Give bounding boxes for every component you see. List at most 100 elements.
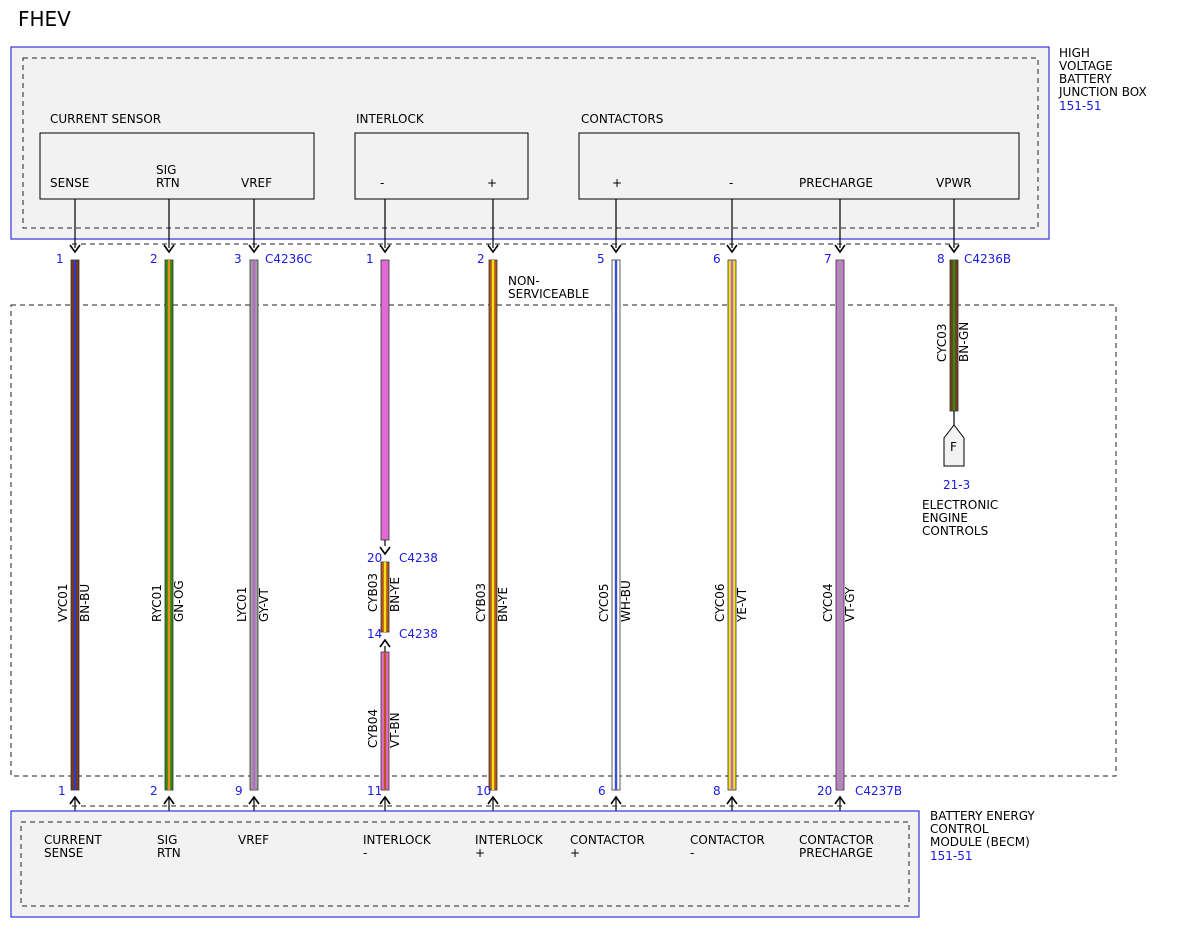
pin-rtn-label: RTN — [156, 176, 180, 190]
hv-battery-junction-box: HIGH VOLTAGE BATTERY JUNCTION BOX 151-51… — [10, 46, 1147, 240]
circuit-id-label: VYC01 — [56, 583, 70, 622]
circuit-id-label: CYB03 — [474, 583, 488, 622]
top-pin-number: 2 — [477, 252, 485, 266]
junction-box-name-1: HIGH — [1059, 46, 1090, 60]
top-pin-number: 1 — [56, 252, 64, 266]
wire-color-label: VT-BN — [388, 712, 402, 748]
bottom-pin-number: 10 — [476, 784, 491, 798]
pin-vpwr-label: VPWR — [936, 176, 972, 190]
current-sensor-label: CURRENT SENSOR — [50, 112, 161, 126]
becm-pin-label: PRECHARGE — [799, 846, 873, 860]
wire-color-label: GY-VT — [257, 588, 271, 622]
connector-arrow-down-icon — [610, 244, 622, 254]
wire-color-label: WH-BU — [619, 580, 633, 622]
circuit-id-label: CYB04 — [366, 709, 380, 748]
bottom-pin-number: 11 — [367, 784, 382, 798]
pin-interlock-plus-label: + — [487, 176, 497, 190]
wire-segment-base — [380, 259, 390, 541]
circuit-id-label: LYC01 — [235, 587, 249, 622]
junction-box-name-3: BATTERY — [1059, 72, 1112, 86]
becm-pin-label: INTERLOCK — [363, 833, 432, 847]
top-pin-number: 3 — [234, 252, 242, 266]
wire-segment-stripe — [614, 260, 618, 790]
becm-pin-label: CONTACTOR — [799, 833, 874, 847]
pin-contactor-minus-label: - — [729, 176, 733, 190]
becm-pin-label: INTERLOCK — [475, 833, 544, 847]
pin-interlock-minus-label: - — [380, 176, 384, 190]
wire-segment-stripe — [383, 652, 387, 790]
connector-c4237b-link[interactable]: C4237B — [855, 784, 902, 798]
becm-pin-label: VREF — [238, 833, 269, 847]
wire-color-label: VT-GY — [843, 586, 857, 622]
wire-segment-stripe — [952, 260, 956, 411]
wire-segment-stripe — [383, 562, 387, 632]
wire-segment-stripe — [491, 260, 495, 790]
becm-pin-label: + — [475, 846, 485, 860]
wire-color-label: YE-VT — [735, 587, 749, 623]
pin-precharge-label: PRECHARGE — [799, 176, 873, 190]
circuit-id-label: CYC05 — [597, 584, 611, 623]
connector-arrow-down-icon — [248, 244, 260, 254]
becm-pin-label: SENSE — [44, 846, 83, 860]
interlock-label: INTERLOCK — [356, 112, 425, 126]
eec-name-2: ENGINE — [922, 511, 968, 525]
becm-pin-label: + — [570, 846, 580, 860]
connector-arrow-down-icon — [834, 244, 846, 254]
wire-segment-stripe — [252, 260, 256, 790]
becm-name-1: BATTERY ENERGY — [930, 809, 1035, 823]
junction-box-ref-link[interactable]: 151-51 — [1059, 99, 1102, 113]
bottom-pin-numbers: 1 2 9 11 10 6 8 20 C4237B — [58, 784, 902, 798]
connector-c4238-link-bottom[interactable]: C4238 — [399, 627, 438, 641]
connector-arrow-down-icon — [69, 244, 81, 254]
non-serviceable-line-1: NON- — [508, 274, 540, 288]
top-pin-number: 5 — [597, 252, 605, 266]
becm-pin-label: - — [690, 846, 694, 860]
becm-ref-link[interactable]: 151-51 — [930, 849, 973, 863]
becm-pin-label: CONTACTOR — [690, 833, 765, 847]
bottom-pin-number: 9 — [235, 784, 243, 798]
becm-pin-label: SIG — [157, 833, 177, 847]
bottom-pin-number: 20 — [817, 784, 832, 798]
vpwr-terminal: F 21-3 ELECTRONIC ENGINE CONTROLS — [922, 424, 998, 538]
circuit-id-label: CYC03 — [935, 324, 949, 363]
connector-arrow-down-icon — [379, 244, 391, 254]
connector-arrow-down-icon — [487, 244, 499, 254]
wires-layer: VYC01 BN-BU RYC01 GN-OG LYC01 GY-VT CYB03 BN-YE… — [56, 199, 971, 823]
top-pin-numbers: 1 2 3 C4236C 1 2 5 6 7 8 C4236B — [56, 252, 1011, 266]
top-pin-number: 2 — [150, 252, 158, 266]
wire-color-label: BN-YE — [496, 587, 510, 622]
inline-pin-top: 20 — [367, 551, 382, 565]
top-pin-number: 6 — [713, 252, 721, 266]
page-title: FHEV — [18, 7, 71, 31]
wire-color-label: BN-BU — [78, 584, 92, 622]
top-pin-number: 1 — [366, 252, 374, 266]
non-serviceable-line-2: SERVICEABLE — [508, 287, 589, 301]
connector-c4236b-link[interactable]: C4236B — [964, 252, 1011, 266]
wire-color-label: BN-YE — [388, 577, 402, 612]
eec-name-3: CONTROLS — [922, 524, 988, 538]
becm-pin-label: RTN — [157, 846, 181, 860]
connector-arrow-up-icon — [379, 638, 391, 648]
wire-color-label: BN-GN — [957, 322, 971, 362]
connector-c4238-link-top[interactable]: C4238 — [399, 551, 438, 565]
eec-ref-link[interactable]: 21-3 — [943, 478, 970, 492]
bottom-pin-number: 1 — [58, 784, 66, 798]
wire-segment-stripe — [167, 260, 171, 790]
becm-pin-label: - — [363, 846, 367, 860]
inline-pin-bottom: 14 — [367, 627, 382, 641]
pin-contactor-plus-label: + — [612, 176, 622, 190]
wire-color-label: GN-OG — [172, 580, 186, 622]
junction-box-name-2: VOLTAGE — [1059, 59, 1113, 73]
becm-module: BATTERY ENERGY CONTROL MODULE (BECM) 151… — [10, 809, 1035, 918]
bottom-pin-number: 2 — [150, 784, 158, 798]
bottom-pin-number: 8 — [713, 784, 721, 798]
circuit-id-label: CYC04 — [821, 584, 835, 623]
connector-c4236c-link[interactable]: C4236C — [265, 252, 312, 266]
becm-pin-label: CONTACTOR — [570, 833, 645, 847]
circuit-id-label: RYC01 — [150, 584, 164, 622]
connector-arrow-down-icon — [726, 244, 738, 254]
becm-pin-label: CURRENT — [44, 833, 102, 847]
connector-arrow-down-icon — [379, 546, 391, 556]
becm-name-3: MODULE (BECM) — [930, 835, 1030, 849]
